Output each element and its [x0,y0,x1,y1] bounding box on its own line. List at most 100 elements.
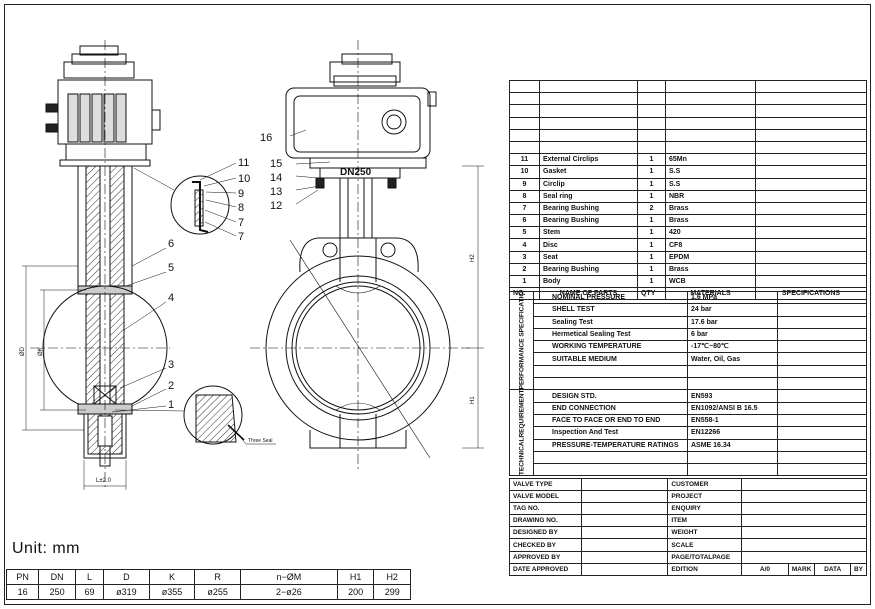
parts-spec [755,238,867,252]
parts-material: WCB [665,274,756,289]
balloon-4: 4 [168,292,174,304]
title-value [580,502,669,516]
title-label: SCALE [667,538,743,552]
performance-item: WORKING TEMPERATURE [533,340,688,354]
technical-side-label: TECHNICALREQUIREMENTS [509,389,534,476]
dim-head-dn: DN [38,569,76,585]
parts-blank-cell [665,116,756,130]
parts-qty: 1 [637,177,666,191]
parts-blank-cell [637,104,666,118]
parts-blank-cell [755,79,867,94]
performance-value: Water, Oil, Gas [687,352,778,366]
dim-head-nm: n−ØM [239,569,338,585]
size-label: DN250 [340,167,372,178]
balloon-6: 6 [168,238,174,250]
performance-extra [777,303,867,317]
performance-item [533,364,688,379]
parts-blank-cell [637,116,666,130]
technical-extra [777,389,867,403]
parts-blank-cell [755,116,867,130]
dim-l: L±2.0 [96,478,112,484]
parts-spec [755,201,867,216]
parts-name: Bearing Bushing [539,214,638,228]
technical-extra [777,413,867,428]
dim-h1: H1 [470,396,476,404]
parts-no: 4 [509,238,540,252]
dim-val-k: ø355 [148,584,196,600]
performance-item [533,377,688,391]
parts-blank-cell [509,116,540,130]
technical-item: END CONNECTION [533,401,688,415]
parts-blank-cell [755,92,867,106]
parts-blank-cell [755,140,867,155]
parts-blank-cell [755,128,867,142]
parts-qty: 1 [637,262,666,277]
parts-blank-cell [665,79,756,94]
dimension-table: PN DN L D K R n−ØM H1 H2 16 250 69 ø319 … [5,569,411,600]
dim-od: ØD [20,346,26,356]
title-value: A/0 [741,562,789,576]
dim-head-r: R [194,569,241,585]
parts-no: 9 [509,177,540,191]
parts-blank-cell [539,104,638,118]
parts-blank-cell [665,140,756,155]
parts-blank-cell [509,140,540,155]
title-label: DRAWING NO. [509,514,582,528]
parts-blank-cell [665,128,756,142]
technical-extra [777,426,867,440]
performance-item: NOMINAL PRESSURE [533,290,688,305]
parts-name: Seat [539,250,638,264]
title-row: TAG NO.ENQUIRY [509,502,867,516]
dim-h2: H2 [470,254,476,262]
parts-blank-cell [509,104,540,118]
parts-blank-cell [755,104,867,118]
dim-head-pn: PN [5,569,40,585]
balloon-16: 16 [260,132,272,144]
parts-name: Bearing Bushing [539,201,638,216]
technical-extra [777,438,867,452]
balloon-1: 1 [168,399,174,411]
parts-qty: 1 [637,274,666,289]
dim-head-l: L [74,569,105,585]
parts-blank-cell [539,128,638,142]
parts-blank-row [509,92,867,106]
performance-value: 24 bar [687,303,778,317]
performance-item: SUITABLE MEDIUM [533,352,688,366]
title-value [580,526,669,540]
performance-extra [777,352,867,366]
balloon-15: 15 [270,158,282,170]
performance-row [510,364,867,379]
parts-blank-cell [539,92,638,106]
drawing-frame [4,4,871,605]
parts-name: Body [539,274,638,289]
parts-blank-cell [637,128,666,142]
parts-qty: 1 [637,189,666,203]
technical-extra [777,450,867,465]
front-view [250,40,484,470]
performance-value: 6 bar [687,327,778,342]
performance-extra [777,327,867,342]
performance-item: SHELL TEST [533,303,688,317]
parts-spec [755,214,867,228]
performance-value [687,377,778,391]
parts-qty: 1 [637,214,666,228]
dim-head-h2: H2 [373,569,411,585]
performance-value: 1.6 MPa [687,290,778,305]
title-label: TAG NO. [509,502,582,516]
title-value [741,526,867,540]
technical-item: PRESSURE-TEMPERATURE RATINGS [533,438,688,452]
title-label: CUSTOMER [667,477,743,492]
parts-name: Disc [539,238,638,252]
parts-blank-row [509,128,867,142]
side-section-view [22,40,276,490]
